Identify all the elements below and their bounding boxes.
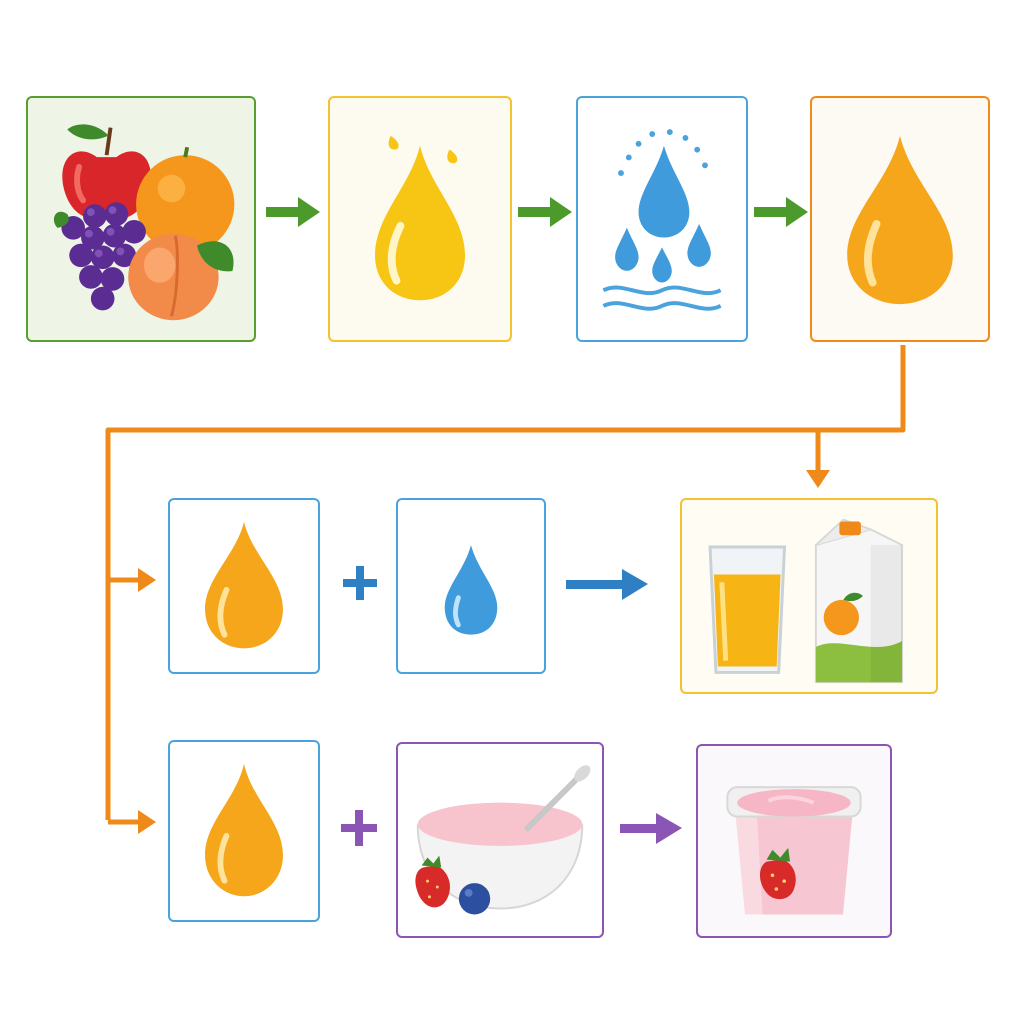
arrow-water-to-concentrate [754, 197, 808, 227]
arrow-bottom-to-yogurt [620, 813, 682, 844]
yogurt-card [696, 744, 892, 938]
water-removal-card [576, 96, 748, 342]
plus-sign-bottom [341, 810, 377, 846]
orange-drop-icon [205, 521, 283, 649]
yogurt-base-card [396, 742, 604, 938]
orange-drop-icon [847, 135, 953, 305]
juice-card [680, 498, 938, 694]
raw-juice-card [328, 96, 512, 342]
concentrate-card-bottom [168, 740, 320, 922]
arrow-middle-to-juice [566, 569, 648, 600]
branch-to-juice-arrowhead [806, 470, 830, 488]
mixed-fruits-icon [53, 124, 235, 321]
juice-glass-and-carton-icon [708, 518, 904, 684]
branch-to-middle-arrowhead [138, 568, 156, 592]
plus-sign-middle [343, 566, 377, 600]
fruits-card [26, 96, 256, 342]
concentrate-card [810, 96, 990, 342]
blue-drop-icon [444, 545, 498, 635]
arrow-fruits-to-juice [266, 197, 320, 227]
water-drops-icon [602, 129, 722, 311]
arrow-juice-to-water [518, 197, 572, 227]
orange-drop-icon [205, 763, 283, 897]
yogurt-cup-icon [726, 786, 862, 915]
yellow-drop-icon [375, 135, 465, 301]
concentrate-card-middle [168, 498, 320, 674]
water-card [396, 498, 546, 674]
yogurt-bowl-with-berries-icon [415, 765, 591, 915]
branch-to-bottom-arrowhead [138, 810, 156, 834]
